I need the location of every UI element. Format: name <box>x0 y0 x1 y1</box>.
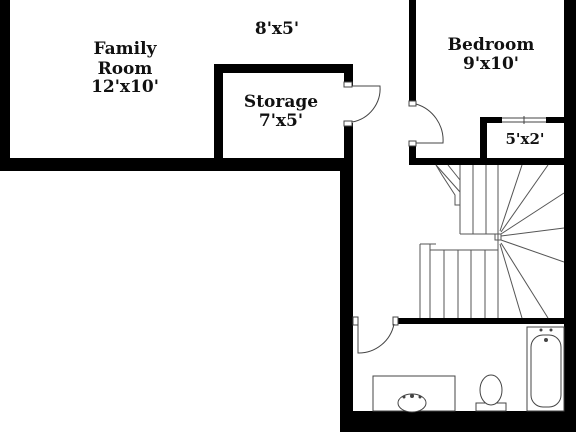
wall-bedroom-left-upper <box>409 0 416 104</box>
wall-bath-top <box>395 318 576 324</box>
room-hall: 8'x5' <box>255 19 299 39</box>
room-label-dims: 9'x10' <box>463 54 519 74</box>
wall-closet-top-left <box>480 117 502 123</box>
room-closet: 5'x2' <box>505 130 544 148</box>
wall-bedroom-left-lower <box>409 143 416 165</box>
door-bathroom <box>352 316 399 354</box>
door-bedroom <box>408 100 444 147</box>
wall-storage-right-lower <box>344 123 353 171</box>
toilet <box>475 374 507 412</box>
room-label-name: Bedroom <box>448 35 535 55</box>
wall-closet-left <box>480 117 487 165</box>
door-closet <box>502 116 546 124</box>
wall-bedroom-bottom <box>409 158 576 165</box>
wall-closet-top-right <box>546 117 564 123</box>
wall-right <box>564 0 576 432</box>
staircase <box>419 164 565 319</box>
bathtub <box>526 326 565 412</box>
wall-bottom <box>340 411 576 432</box>
doors <box>343 81 546 354</box>
room-label-dims: 8'x5' <box>255 19 299 39</box>
wall-stair-left <box>340 158 353 423</box>
room-family-room: Family Room 12'x10' <box>91 39 159 97</box>
wall-storage-left <box>214 64 223 164</box>
room-storage: Storage 7'x5' <box>244 92 318 131</box>
room-label-dims: 5'x2' <box>505 130 544 148</box>
wall-storage-right-upper <box>344 64 353 86</box>
room-bedroom: Bedroom 9'x10' <box>448 35 535 74</box>
room-label-dims: 7'x5' <box>259 111 303 131</box>
room-label-name: Storage <box>244 92 318 112</box>
wall-family-left <box>0 0 10 171</box>
room-label-name2: Room <box>98 59 153 79</box>
room-label-name: Family <box>94 39 158 59</box>
room-labels: Family Room 12'x10' 8'x5' Storage 7'x5' … <box>91 19 544 148</box>
wall-storage-top <box>214 64 353 73</box>
door-storage <box>343 81 381 127</box>
room-label-dims: 12'x10' <box>91 77 159 97</box>
bathroom-fixtures <box>372 326 565 413</box>
wall-upper-bottom <box>0 158 353 171</box>
